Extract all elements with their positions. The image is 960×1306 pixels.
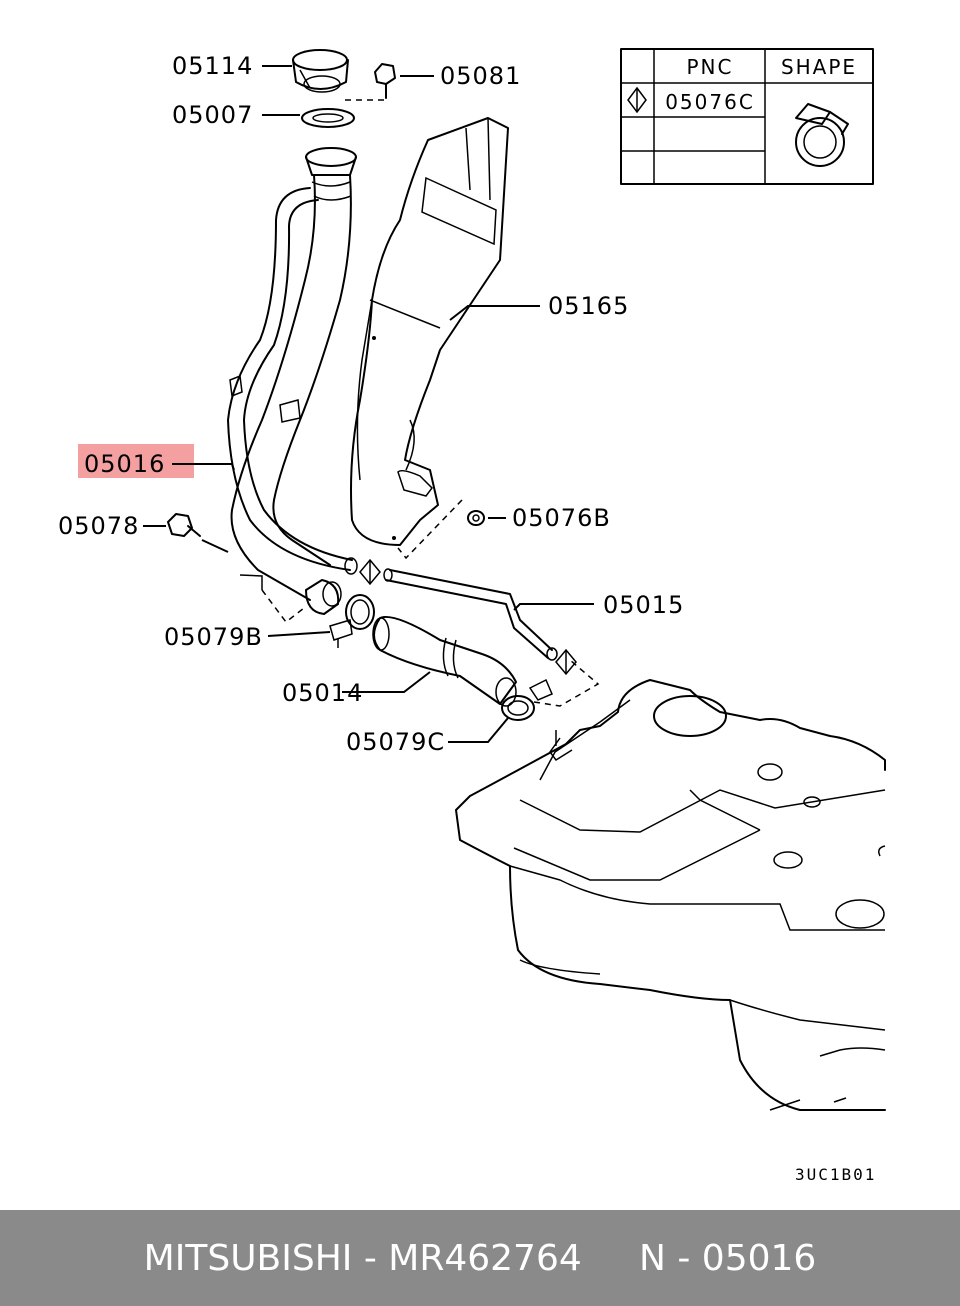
callout-05007: 05007 (172, 101, 253, 129)
drawing-code: 3UC1B01 (795, 1165, 876, 1184)
callout-05114: 05114 (172, 52, 253, 80)
legend-header-shape: SHAPE (781, 55, 857, 79)
footer-part-text: MITSUBISHI - MR462764 N - 05016 (143, 1237, 817, 1279)
clamp-05079b-part (329, 594, 375, 648)
fuel-tank-part (455, 679, 886, 1111)
callout-labels: 05114 05081 05007 05165 05016 05078 0507… (58, 52, 684, 756)
fuel-hose-part (372, 616, 517, 707)
breather-hose-part (359, 558, 577, 676)
grommet-05076b-part (397, 499, 485, 560)
legend-pnc-value: 05076C (665, 90, 755, 114)
leader-lines (143, 65, 594, 743)
callout-05014: 05014 (282, 679, 363, 707)
diamond-marker-icon (555, 648, 577, 676)
callout-05078: 05078 (58, 512, 139, 540)
legend-table: PNC SHAPE 05076C (620, 48, 874, 185)
callout-05016: 05016 (84, 450, 165, 478)
diamond-marker-icon (359, 558, 381, 586)
callout-05079c: 05079C (346, 728, 445, 756)
gasket-05007-part (301, 108, 355, 128)
bolt-05078-part (167, 513, 229, 553)
callout-05076b: 05076B (512, 504, 611, 532)
fuel-cap-part (292, 49, 349, 93)
callout-highlight-box (78, 444, 194, 478)
filler-neck-part (227, 147, 358, 615)
callout-05015: 05015 (603, 591, 684, 619)
protector-part (350, 117, 509, 546)
bolt-05081-part (345, 63, 396, 101)
footer-bar: MITSUBISHI - MR462764 N - 05016 (0, 1210, 960, 1306)
callout-05079b: 05079B (164, 623, 263, 651)
callout-05165: 05165 (548, 292, 629, 320)
parts-diagram: PNC SHAPE 05076C (58, 48, 886, 1184)
callout-05081: 05081 (440, 62, 521, 90)
assembly-lines (261, 589, 600, 707)
clamp-05079c-part (501, 678, 553, 721)
hose-clamp-icon (795, 103, 849, 167)
legend-header-pnc: PNC (687, 55, 734, 79)
diamond-symbol-icon (627, 86, 647, 114)
